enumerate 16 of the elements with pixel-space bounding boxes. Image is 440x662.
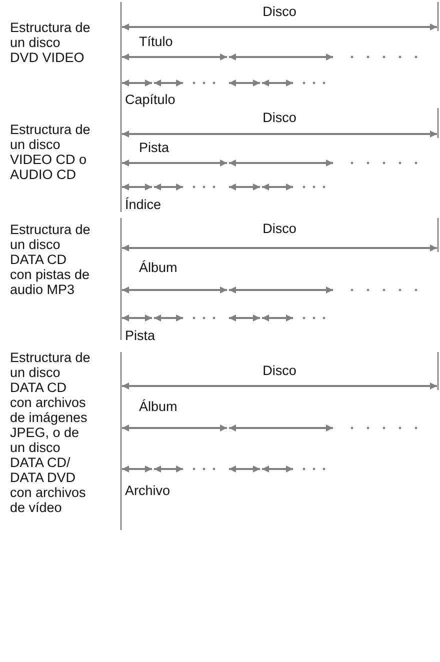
level-label: Disco [262, 110, 296, 125]
level-label: Capítulo [125, 92, 176, 107]
level-label: Álbum [139, 399, 178, 414]
level-label: Archivo [125, 483, 170, 498]
level-label: Álbum [139, 260, 178, 275]
description-text: Estructura de un disco DATA CD con archivos de imágenes JPEG, o de un disco DATA CD/ DATA DVD con archivos de vídeo [10, 350, 92, 515]
level-label: Disco [262, 221, 296, 236]
description-text: Estructura de un disco DATA CD con pistas de audio MP3 [10, 222, 92, 297]
level-label: Pista [139, 140, 170, 155]
description-text: Estructura de un disco DVD VIDEO [10, 20, 92, 65]
level-label: Pista [125, 328, 156, 343]
level-label: Título [139, 34, 173, 49]
description-text: Estructura de un disco VIDEO CD o AUDIO CD [10, 122, 92, 182]
level-label: Disco [262, 4, 296, 19]
level-label: Índice [125, 197, 162, 212]
level-label: Disco [262, 363, 296, 378]
